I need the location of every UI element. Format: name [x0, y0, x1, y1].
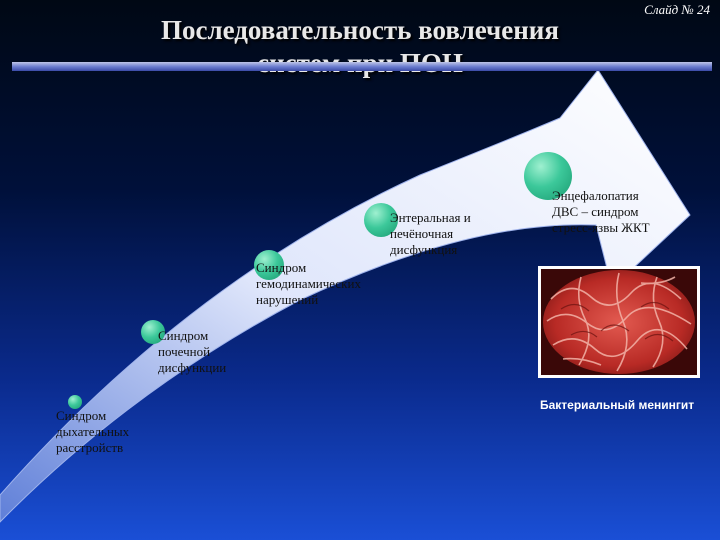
stage-5-dot	[524, 152, 572, 200]
meningitis-brain-image	[541, 269, 697, 375]
stage-3-label: Синдром гемодинамических нарушений	[256, 260, 361, 307]
stage-5-label: Энцефалопатия ДВС – синдром стресс-язвы …	[552, 188, 650, 235]
stage-3-dot	[254, 250, 284, 280]
stage-4-label: Энтеральная и печёночная дисфункция	[390, 210, 471, 257]
title-divider	[12, 62, 712, 71]
slide-number: Слайд № 24	[644, 2, 710, 17]
image-caption: Бактериальный менингит	[540, 398, 695, 412]
stage-1-dot	[68, 395, 82, 409]
stage-4-dot	[364, 203, 398, 237]
title-line-1: Последовательность вовлечения	[161, 15, 559, 45]
stage-2-label: Синдром почечной дисфункции	[158, 328, 227, 375]
stage-2-dot	[141, 320, 165, 344]
stage-1-label: Синдром дыхательных расстройств	[56, 408, 130, 455]
